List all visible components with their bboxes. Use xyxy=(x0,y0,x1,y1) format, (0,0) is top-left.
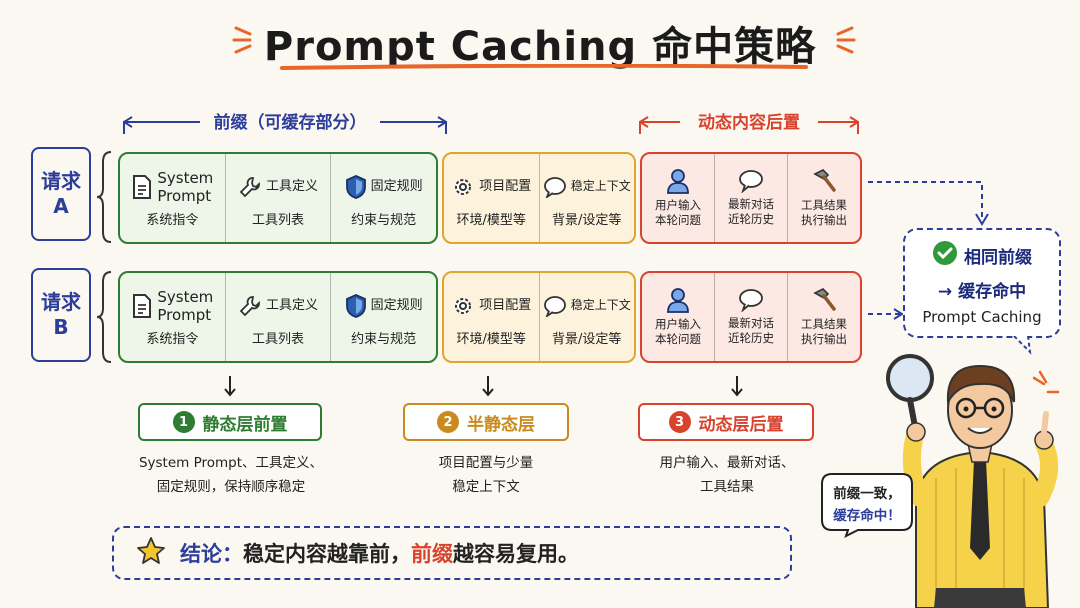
sparkle-right-icon xyxy=(836,26,856,54)
down-arrow-icon xyxy=(224,376,236,397)
hammer-icon xyxy=(811,168,837,194)
cell-latest-chat: 最新对话近轮历史 xyxy=(715,154,788,242)
cell-user-input: 用户输入本轮问题 xyxy=(642,154,715,242)
cell-latest-chat: 最新对话近轮历史 xyxy=(715,273,788,361)
layer-desc-dynamic: 用户输入、最新对话、工具结果 xyxy=(659,455,795,495)
cache-hit-callout: 相同前缀 → 缓存命中 Prompt Caching xyxy=(903,228,1061,338)
document-icon xyxy=(131,174,153,200)
document-icon xyxy=(131,293,153,319)
layer-tag-dynamic: 3 动态层后置 xyxy=(638,403,814,441)
star-icon xyxy=(136,536,166,571)
down-arrow-icon xyxy=(482,376,494,397)
cell-tool-result: 工具结果执行输出 xyxy=(788,273,860,361)
cell-user-input: 用户输入本轮问题 xyxy=(642,273,715,361)
cell-rules: 固定规则 约束与规范 xyxy=(331,154,436,242)
user-icon xyxy=(666,287,690,313)
speech-text: 前缀一致， 缓存命中！ xyxy=(833,486,901,524)
chat-bubble-icon xyxy=(543,176,567,198)
dashed-arrow-b xyxy=(868,308,904,320)
conclusion-box: 结论：稳定内容越靠前，前缀越容易复用。 xyxy=(112,526,792,580)
cell-project-config: 项目配置 环境/模型等 xyxy=(444,154,540,242)
callout-tail xyxy=(1013,336,1032,355)
layer-tag-semistatic: 2 半静态层 xyxy=(403,403,569,441)
dashed-arrow-a xyxy=(868,181,989,226)
layer-tag-static: 1 静态层前置 xyxy=(138,403,322,441)
cell-rules: 固定规则 约束与规范 xyxy=(331,273,436,361)
gear-icon xyxy=(451,175,475,199)
request-a-label: 请求 A xyxy=(31,147,91,241)
request-a-brace xyxy=(96,151,112,243)
cell-tools: 工具定义 工具列表 xyxy=(226,273,332,361)
request-b-label: 请求 B xyxy=(31,268,91,362)
cell-stable-context: 稳定上下文 背景/设定等 xyxy=(540,273,635,361)
cell-tools: 工具定义 工具列表 xyxy=(226,154,332,242)
cell-stable-context: 稳定上下文 背景/设定等 xyxy=(540,154,635,242)
user-icon xyxy=(666,168,690,194)
wrench-icon xyxy=(238,175,262,199)
hammer-icon xyxy=(811,287,837,313)
sparkle-left-icon xyxy=(232,26,252,54)
shield-icon xyxy=(345,293,367,319)
wrench-icon xyxy=(238,294,262,318)
down-arrow-icon xyxy=(731,376,743,397)
request-a-semistatic-segment: 项目配置 环境/模型等 稳定上下文 背景/设定等 xyxy=(442,152,636,244)
dynamic-bracket-label: 动态内容后置 xyxy=(680,108,818,133)
layer-desc-static: System Prompt、工具定义、固定规则，保持顺序稳定 xyxy=(138,455,324,495)
title-underline xyxy=(280,64,808,70)
speech-bubble xyxy=(821,473,913,538)
chat-bubble-icon xyxy=(543,295,567,317)
gear-icon xyxy=(451,294,475,318)
cell-tool-result: 工具结果执行输出 xyxy=(788,154,860,242)
page-title: Prompt Caching 命中策略 xyxy=(263,24,817,70)
request-a-dynamic-segment: 用户输入本轮问题 最新对话近轮历史 工具结果执行输出 xyxy=(640,152,862,244)
prefix-bracket-label: 前缀（可缓存部分） xyxy=(200,108,380,133)
layer-desc-semistatic: 项目配置与少量稳定上下文 xyxy=(438,455,534,495)
check-circle-icon xyxy=(932,240,958,271)
request-b-brace xyxy=(96,271,112,363)
shield-icon xyxy=(345,174,367,200)
engineer-character-illustration xyxy=(886,354,1060,608)
chat-bubble-icon xyxy=(738,169,764,194)
cell-project-config: 项目配置 环境/模型等 xyxy=(444,273,540,361)
request-b-semistatic-segment: 项目配置 环境/模型等 稳定上下文 背景/设定等 xyxy=(442,271,636,363)
chat-bubble-icon xyxy=(738,288,764,313)
request-b-dynamic-segment: 用户输入本轮问题 最新对话近轮历史 工具结果执行输出 xyxy=(640,271,862,363)
